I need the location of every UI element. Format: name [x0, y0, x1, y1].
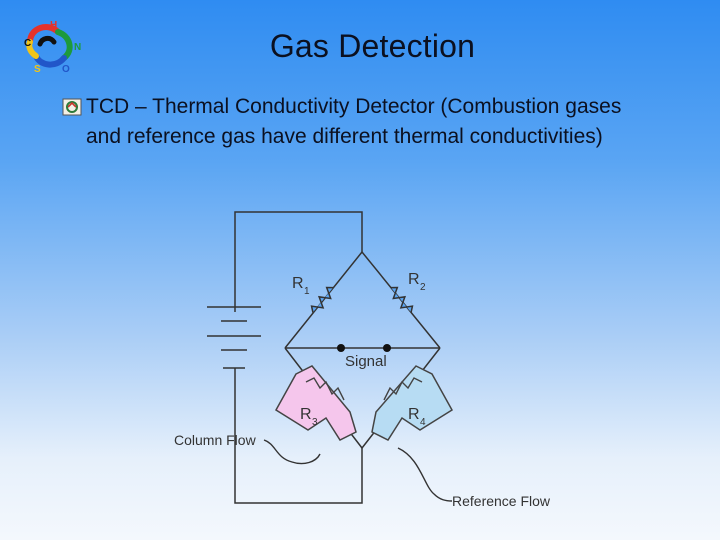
bullet-text: TCD – Thermal Conductivity Detector (Com… [86, 95, 622, 148]
column-flow-leader [263, 439, 321, 465]
column-detector-cell [274, 365, 357, 441]
circuit-wire-top [234, 211, 363, 312]
bullet-icon [62, 98, 82, 116]
reference-detector-cell [371, 365, 454, 441]
label-r2: R [408, 271, 420, 288]
bullet-item: TCD – Thermal Conductivity Detector (Com… [62, 92, 662, 152]
signal-node-left [337, 344, 345, 352]
logo-letter-c: C [24, 38, 31, 49]
label-column-flow: Column Flow [174, 432, 257, 448]
label-r3-subscript: 3 [312, 417, 318, 428]
label-r1: R [292, 275, 304, 292]
chnso-logo: C H N S O [24, 20, 81, 75]
battery-icon [207, 306, 261, 369]
signal-node-right [383, 344, 391, 352]
resistor-r1 [310, 286, 334, 313]
resistor-r2 [390, 286, 414, 313]
reference-flow-leader [397, 447, 453, 502]
circuit-wire-bottom [234, 368, 363, 504]
label-r2-subscript: 2 [420, 282, 426, 293]
label-r4: R [408, 406, 420, 423]
bridge-arm-top-left [284, 251, 363, 349]
label-reference-flow: Reference Flow [452, 493, 551, 509]
logo-letter-n: N [74, 42, 81, 53]
label-r1-subscript: 1 [304, 286, 310, 297]
logo-letter-h: H [50, 20, 57, 31]
label-r3: R [300, 406, 312, 423]
label-r4-subscript: 4 [420, 417, 426, 428]
logo-letter-o: O [62, 64, 70, 75]
slide-title: Gas Detection [269, 28, 476, 64]
label-signal: Signal [345, 353, 387, 370]
logo-letter-s: S [34, 64, 41, 75]
